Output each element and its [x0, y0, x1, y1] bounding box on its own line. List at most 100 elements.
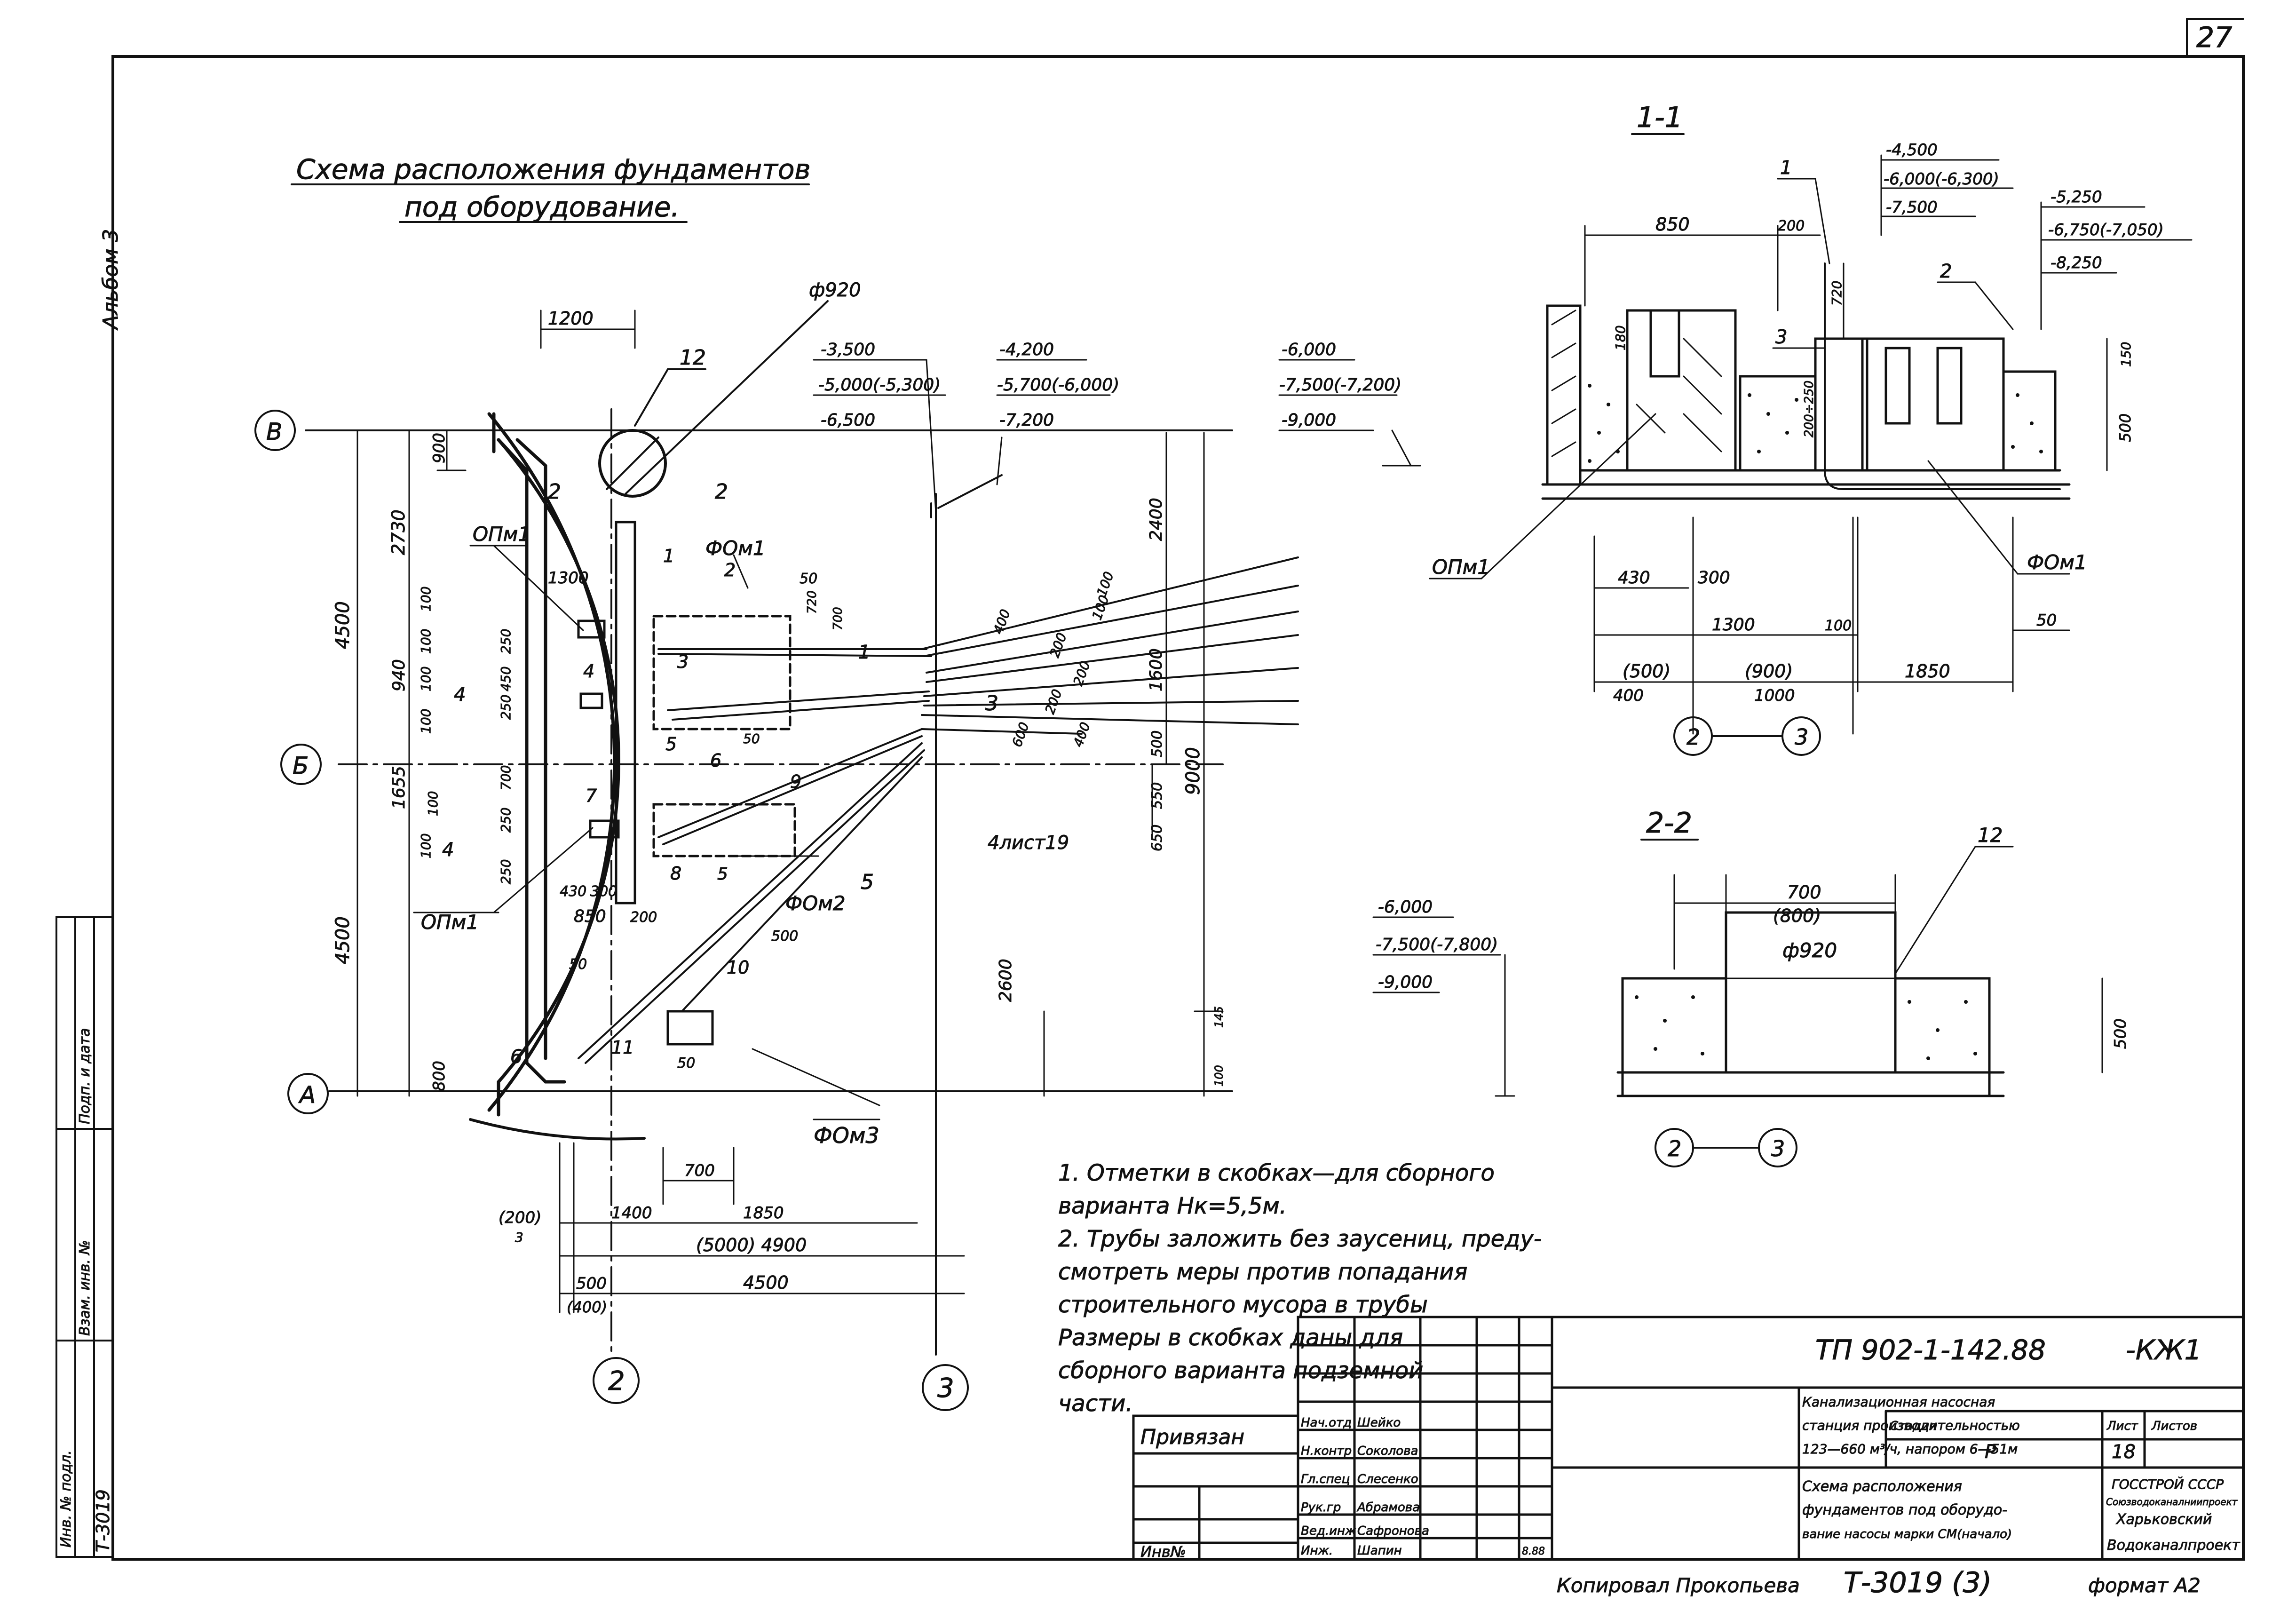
axis-label-a: А: [298, 1081, 316, 1109]
s11-level-l3: -7,500: [1886, 198, 1938, 217]
s11-label-fom1: ФОм1: [2027, 551, 2087, 574]
stamp-inv: Инв№: [1140, 1543, 1186, 1561]
section-mark-2-left: 2: [548, 480, 561, 504]
s11-item-2: 2: [1940, 261, 1952, 282]
stamp-project-2: станция производительностью: [1802, 1418, 2020, 1433]
album-label: Альбом 3: [99, 229, 123, 331]
dim-50-a: 50: [800, 571, 817, 587]
dim-550: 550: [1149, 782, 1165, 809]
dim-400: 400: [1070, 720, 1093, 749]
dim-100-d: 100: [418, 709, 434, 734]
s11-item-1: 1: [1780, 157, 1792, 179]
item-3: 3: [677, 651, 689, 672]
stamp-org-2: Союзводоканалниипроект: [2106, 1496, 2238, 1508]
plan-axes: [305, 408, 1233, 1356]
stamp-name-5: Сафронова: [1357, 1524, 1429, 1538]
section-1-1-leaders: [1429, 178, 2070, 579]
s11-dim-400: 400: [1613, 686, 1644, 705]
pipes-bundle: [578, 474, 1299, 1064]
s11-axis-bubbles: [1673, 716, 1821, 756]
tank-diameter: ф920: [809, 279, 861, 301]
stamp-name-2: Соколова: [1357, 1444, 1418, 1458]
stamp-role-6: Инж.: [1301, 1544, 1333, 1558]
s22-dim-diameter: ф920: [1782, 939, 1837, 962]
s11-dim-50: 50: [2036, 611, 2057, 630]
left-binding-strip: [55, 916, 114, 1558]
dim-200: 200: [630, 909, 657, 926]
dim-1300: 1300: [548, 569, 589, 587]
stamp-h-stage: Стадия: [1890, 1419, 1937, 1433]
item-2: 2: [724, 560, 736, 580]
dim-1850: 1850: [743, 1204, 784, 1222]
item-4: 4: [583, 661, 594, 682]
dim-50-b: 50: [569, 956, 587, 973]
dim-500-v: 500: [1149, 730, 1165, 757]
section-sheet-ref: 4лист19: [988, 832, 1069, 854]
left-strip-item-1: Подп. и дата: [77, 1028, 93, 1124]
s11-dim-850: 850: [1655, 214, 1690, 235]
s11-level-r1: -5,250: [2051, 188, 2102, 206]
s11-dim-430: 430: [1618, 568, 1650, 587]
notes-block: 1. Отметки в скобках—для сборного вариан…: [1058, 1160, 1542, 1417]
stamp-name-3: Слесенко: [1357, 1472, 1418, 1486]
label-opm1-bottom: ОПм1: [421, 911, 479, 934]
page-number: 27: [2196, 21, 2232, 54]
s22-dim-700: 700: [1787, 882, 1821, 903]
dim-430: 430: [560, 883, 586, 900]
s11-level-r2: -6,750(-7,050): [2048, 221, 2164, 239]
dim-50-d: 50: [677, 1055, 695, 1071]
dim-100-g: 100: [1094, 570, 1117, 599]
section-mark-4-left: 4: [442, 839, 454, 861]
leader-12: 12: [680, 346, 706, 370]
footer-format: формат А2: [2088, 1574, 2201, 1597]
dim-4500-bottom: 4500: [743, 1272, 789, 1293]
dim-700-a: 700: [498, 765, 514, 790]
s11-axis-2: 2: [1686, 724, 1700, 750]
note-line-5: строительного мусора в трубы: [1058, 1292, 1428, 1318]
s11-dim-720: 720: [1829, 281, 1845, 306]
level-a-2: -5,000(-5,300): [818, 375, 941, 395]
left-strip-num: Т-3019: [93, 1489, 113, 1552]
stamp-project-1: Канализационная насосная: [1802, 1394, 1995, 1410]
s11-axis-3: 3: [1795, 724, 1808, 750]
dim-650: 650: [1149, 825, 1165, 851]
s11-level-l1: -4,500: [1886, 141, 1938, 159]
section-1-1-title: 1-1: [1637, 101, 1683, 134]
s11-dim-150: 150: [2118, 342, 2134, 367]
stamp-sheet-title-3: вание насосы марки СМ(начало): [1802, 1527, 2012, 1541]
chamber-walls: [469, 412, 646, 1141]
s11-dim-500p: (500): [1623, 661, 1671, 682]
level-b-2: -5,700(-6,000): [997, 375, 1119, 395]
s22-axis-3: 3: [1771, 1136, 1785, 1161]
axis-label-3: 3: [937, 1373, 954, 1404]
dim-250-a: 250: [498, 629, 514, 654]
dim-850: 850: [574, 907, 606, 926]
footer-copied: Копировал Прокопьева: [1557, 1574, 1800, 1597]
item-8: 8: [670, 863, 681, 884]
s11-label-opm1: ОПм1: [1432, 556, 1490, 579]
section-2-2-drawing: [1616, 911, 2005, 1097]
s11-dim-100: 100: [1825, 618, 1852, 634]
dim-100-h: 100: [1089, 593, 1112, 622]
axis-label-2: 2: [608, 1366, 625, 1397]
dim-100-v: 100: [1212, 1065, 1226, 1087]
item-5: 5: [665, 734, 677, 754]
label-fom1: ФОм1: [705, 537, 766, 560]
s22-level-1: -6,000: [1378, 897, 1433, 917]
note-line-6: Размеры в скобках даны для: [1058, 1325, 1403, 1351]
dim-1200: 1200: [548, 308, 594, 329]
s11-dim-900p: (900): [1745, 661, 1793, 682]
dim-250-d: 250: [498, 859, 514, 884]
stamp-role-3: Гл.спец: [1301, 1472, 1350, 1486]
dim-4500-upper: 4500: [332, 601, 354, 649]
dim-700-b: 700: [831, 607, 845, 630]
dim-5000: (5000) 4900: [696, 1235, 807, 1255]
note-line-4: смотреть меры против попадания: [1058, 1259, 1467, 1285]
dim-600: 600: [1009, 720, 1032, 749]
level-b-1: -4,200: [999, 340, 1054, 359]
s11-dim-500: 500: [2116, 413, 2134, 442]
section-mark-3: 3: [985, 691, 998, 715]
dim-700-c: 700: [684, 1161, 715, 1180]
item-11: 11: [611, 1037, 634, 1058]
